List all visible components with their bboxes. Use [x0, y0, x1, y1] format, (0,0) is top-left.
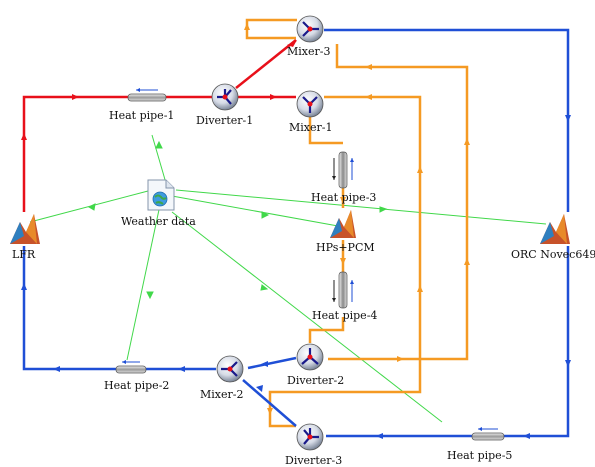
diverter-1-icon[interactable] — [211, 83, 239, 111]
weather-file-icon[interactable] — [147, 179, 175, 211]
mixer-1-icon[interactable] — [296, 90, 324, 118]
label-heat-pipe-5: Heat pipe-5 — [447, 449, 512, 462]
mixer-3-icon[interactable] — [296, 15, 324, 43]
heat-pipe-4-icon[interactable] — [332, 271, 354, 309]
heat-pipe-1-icon[interactable] — [127, 88, 167, 102]
label-diverter-2: Diverter-2 — [287, 374, 344, 387]
label-heat-pipe-2: Heat pipe-2 — [104, 379, 169, 392]
orc-matlab-icon[interactable] — [540, 214, 570, 244]
warm-fluid-arrows — [244, 23, 470, 415]
diverter-3-icon[interactable] — [296, 423, 324, 451]
label-orc: ORC Novec649 — [511, 248, 595, 261]
diverter-2-icon[interactable] — [296, 343, 324, 371]
lfr-matlab-icon[interactable] — [10, 214, 40, 244]
label-lfr: LFR — [12, 248, 36, 261]
label-diverter-1: Diverter-1 — [196, 114, 253, 127]
label-hps-pcm: HPs+PCM — [316, 241, 375, 254]
label-mixer-3: Mixer-3 — [287, 45, 330, 58]
heat-pipe-5-icon[interactable] — [471, 427, 505, 441]
hot-fluid-lines — [22, 39, 297, 212]
label-mixer-2: Mixer-2 — [200, 388, 243, 401]
label-mixer-1: Mixer-1 — [289, 121, 332, 134]
label-diverter-3: Diverter-3 — [285, 454, 342, 467]
label-heat-pipe-4: Heat pipe-4 — [312, 309, 377, 322]
heat-pipe-2-icon[interactable] — [115, 360, 147, 374]
label-heat-pipe-3: Heat pipe-3 — [311, 191, 376, 204]
cold-fluid-arrows — [21, 115, 571, 439]
hot-fluid-arrows — [21, 40, 297, 140]
signal-lines — [29, 134, 547, 423]
mixer-2-icon[interactable] — [216, 355, 244, 383]
heat-pipe-3-icon[interactable] — [332, 151, 354, 189]
label-weather-data: Weather data — [121, 215, 196, 228]
warm-fluid-lines — [245, 18, 469, 428]
hps-pcm-matlab-icon[interactable] — [330, 210, 356, 238]
label-heat-pipe-1: Heat pipe-1 — [109, 109, 174, 122]
